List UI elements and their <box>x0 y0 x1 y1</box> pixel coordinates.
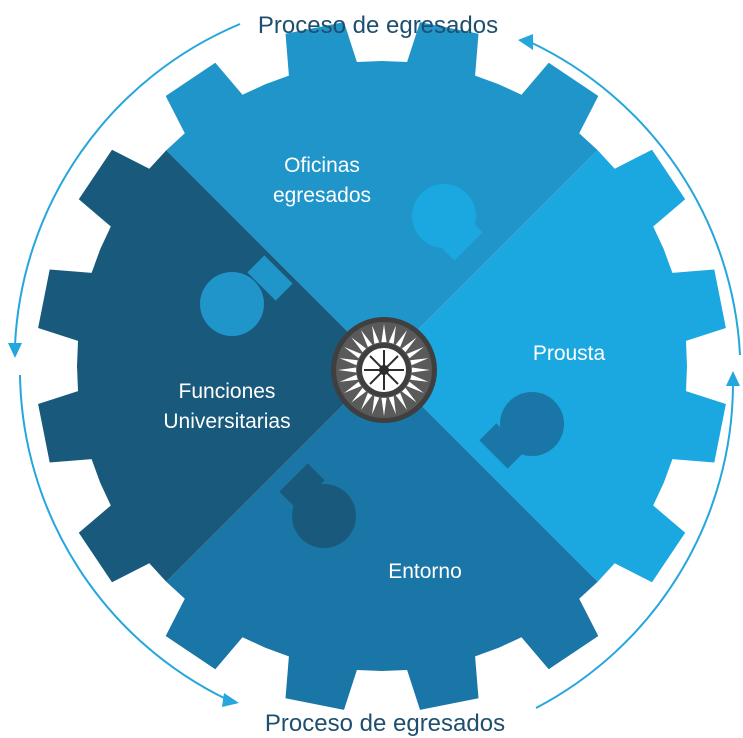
cycle-arrows <box>8 23 741 709</box>
seal-ray <box>372 325 380 344</box>
seal-ray <box>406 347 424 359</box>
seal-ray <box>361 392 373 410</box>
cycle-arc-top-right <box>529 41 741 356</box>
seal-ray <box>338 367 357 373</box>
seal-ray <box>344 347 362 359</box>
university-seal-icon <box>331 317 437 423</box>
seal-ray <box>406 381 424 393</box>
arrow-left-top-icon <box>518 34 533 50</box>
seal-ray <box>411 367 430 373</box>
seal-ray <box>401 337 417 353</box>
seal-ray <box>361 330 373 348</box>
seal-ray <box>388 325 396 344</box>
puzzle-knob-top-into-left <box>200 255 293 336</box>
seal-ray <box>344 381 362 393</box>
seal-ray <box>339 374 358 382</box>
bottom-caption: Proceso de egresados <box>265 710 505 737</box>
arrow-down-left-icon <box>8 343 22 358</box>
puzzle-knob-left-into-bottom <box>279 463 356 548</box>
label-entorno: Entorno <box>388 560 462 583</box>
seal-ray <box>410 358 429 366</box>
cycle-arc-bottom-right <box>535 384 734 709</box>
puzzle-knob-right-into-top <box>412 184 483 261</box>
puzzle-knob-bottom-into-right <box>479 392 564 469</box>
seal-ray <box>388 396 396 415</box>
seal-ray <box>351 337 367 353</box>
seal-ray <box>351 387 367 403</box>
label-oficinas-line2: egresados <box>273 184 371 207</box>
label-funciones-line1: Funciones <box>179 380 276 403</box>
seal-ray <box>395 330 407 348</box>
cycle-arc-top-left <box>14 23 241 346</box>
seal-ray <box>339 358 358 366</box>
arrow-right-bottom-icon <box>222 693 239 707</box>
label-oficinas-line1: Oficinas <box>284 154 360 177</box>
seal-ray <box>395 392 407 410</box>
seal-ray <box>401 387 417 403</box>
seal-ray <box>381 324 387 343</box>
label-prousta: Prousta <box>533 342 606 365</box>
cycle-arc-bottom-left <box>19 374 229 701</box>
label-funciones-line2: Universitarias <box>163 410 290 433</box>
seal-ray <box>410 374 429 382</box>
top-caption: Proceso de egresados <box>258 12 498 39</box>
arrow-up-right-icon <box>726 371 740 386</box>
seal-ray <box>381 397 387 416</box>
seal-ray <box>372 396 380 415</box>
